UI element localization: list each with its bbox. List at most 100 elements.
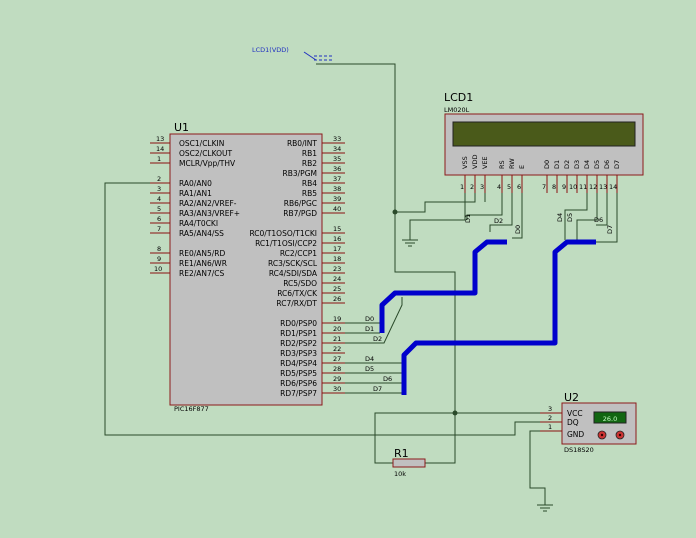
svg-text:OSC1/CLKIN: OSC1/CLKIN bbox=[179, 139, 224, 148]
svg-text:20: 20 bbox=[333, 325, 341, 333]
svg-text:VEE: VEE bbox=[481, 156, 489, 169]
svg-text:37: 37 bbox=[333, 175, 341, 183]
svg-text:D0: D0 bbox=[543, 160, 551, 169]
svg-text:8: 8 bbox=[157, 245, 161, 253]
svg-text:D7: D7 bbox=[613, 160, 621, 169]
net-label-d5: D5 bbox=[365, 365, 374, 373]
power-terminal-arrow bbox=[303, 51, 317, 61]
lcd1-pin-7: D07 bbox=[542, 160, 551, 193]
net-label-lcd-d7: D7 bbox=[606, 225, 614, 234]
svg-text:RS: RS bbox=[498, 160, 506, 169]
r1-reference: R1 bbox=[394, 447, 409, 460]
svg-text:12: 12 bbox=[589, 183, 597, 191]
svg-text:4: 4 bbox=[157, 195, 161, 203]
data-bus-low bbox=[379, 239, 507, 333]
svg-text:9: 9 bbox=[157, 255, 161, 263]
lcd-vdd-power-terminal[interactable]: LCD1(VDD) bbox=[252, 46, 334, 61]
net-label-d2: D2 bbox=[373, 335, 382, 343]
svg-text:RC1/T1OSI/CCP2: RC1/T1OSI/CCP2 bbox=[255, 239, 317, 248]
net-labels: D0 D1 D2 D4 D5 D6 D7 D1 D2 D0 D4 D5 D6 D… bbox=[365, 213, 614, 393]
svg-text:27: 27 bbox=[333, 355, 341, 363]
svg-text:2: 2 bbox=[157, 175, 161, 183]
lcd1-pin-5: RW5 bbox=[507, 158, 516, 193]
r1-resistor[interactable]: R1 10k bbox=[392, 447, 426, 478]
data-bus-high bbox=[401, 239, 596, 395]
net-label-d1: D1 bbox=[365, 325, 374, 333]
svg-text:D4: D4 bbox=[583, 160, 591, 169]
svg-text:14: 14 bbox=[156, 145, 164, 153]
svg-text:VDD: VDD bbox=[471, 155, 479, 169]
svg-text:38: 38 bbox=[333, 185, 341, 193]
svg-text:14: 14 bbox=[609, 183, 617, 191]
svg-text:17: 17 bbox=[333, 245, 341, 253]
svg-text:RB2: RB2 bbox=[302, 159, 317, 168]
u2-display-value: 26.0 bbox=[603, 415, 617, 423]
svg-text:DQ: DQ bbox=[567, 418, 579, 427]
u2-display bbox=[593, 411, 627, 424]
svg-text:30: 30 bbox=[333, 385, 341, 393]
svg-text:26: 26 bbox=[333, 295, 341, 303]
svg-text:5: 5 bbox=[157, 205, 161, 213]
ground-symbol-sensor bbox=[537, 504, 553, 512]
svg-text:VSS: VSS bbox=[461, 156, 469, 169]
u2-part-number: DS18S20 bbox=[564, 446, 594, 454]
net-label-lcd-d5: D5 bbox=[566, 213, 574, 222]
r1-value: 10k bbox=[394, 470, 406, 478]
svg-text:6: 6 bbox=[517, 183, 521, 191]
net-label-d0: D0 bbox=[365, 315, 374, 323]
svg-text:11: 11 bbox=[579, 183, 587, 191]
svg-text:RB1: RB1 bbox=[302, 149, 317, 158]
svg-text:9: 9 bbox=[562, 183, 566, 191]
u1-body bbox=[169, 133, 323, 406]
svg-text:29: 29 bbox=[333, 375, 341, 383]
svg-text:RC7/RX/DT: RC7/RX/DT bbox=[276, 299, 317, 308]
svg-text:6: 6 bbox=[157, 215, 161, 223]
svg-text:E: E bbox=[518, 165, 526, 169]
svg-text:16: 16 bbox=[333, 235, 341, 243]
svg-text:RB4: RB4 bbox=[302, 179, 317, 188]
power-terminal-label: LCD1(VDD) bbox=[252, 46, 289, 54]
net-label-d7: D7 bbox=[373, 385, 382, 393]
svg-text:4: 4 bbox=[497, 183, 501, 191]
u1-reference: U1 bbox=[174, 121, 189, 134]
svg-text:RA2/AN2/VREF-: RA2/AN2/VREF- bbox=[179, 199, 237, 208]
svg-text:10: 10 bbox=[154, 265, 162, 273]
lcd1-reference: LCD1 bbox=[444, 91, 473, 104]
svg-text:RD5/PSP5: RD5/PSP5 bbox=[280, 369, 317, 378]
lcd1-pin-11: D4 11 bbox=[579, 160, 591, 193]
svg-text:RB5: RB5 bbox=[302, 189, 317, 198]
